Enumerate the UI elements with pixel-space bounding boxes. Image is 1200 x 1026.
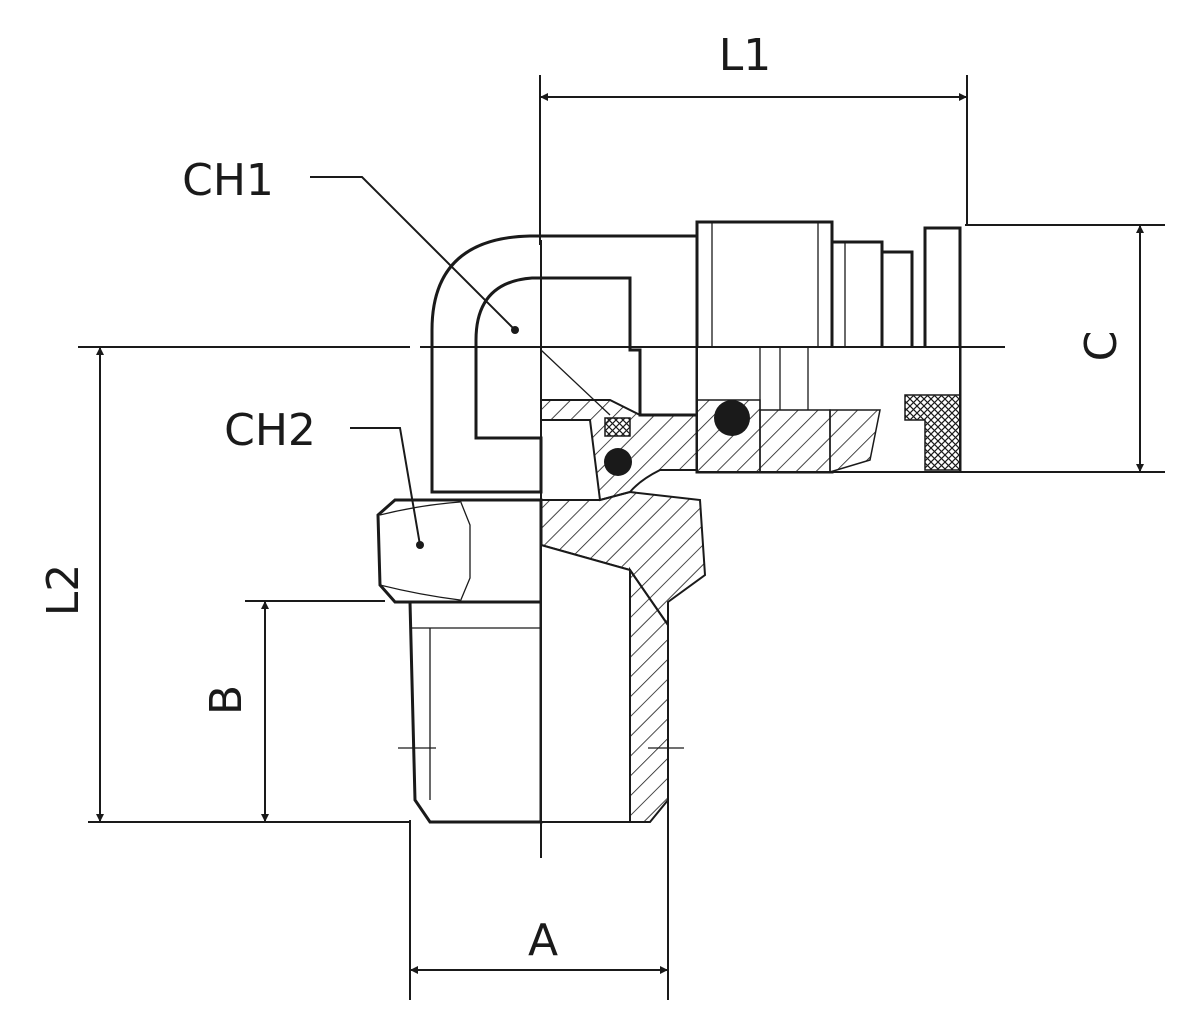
label-a: A — [528, 915, 558, 966]
callout-ch2: CH2 — [224, 405, 421, 546]
o-ring-icon — [714, 400, 750, 436]
label-c: C — [1076, 331, 1127, 362]
hex-nut — [376, 490, 707, 629]
dimension-c: C — [955, 224, 1165, 473]
label-l2: L2 — [38, 564, 89, 617]
seal-ring — [604, 417, 631, 437]
swivel-o-ring-icon — [604, 448, 632, 476]
dimension-a: A — [409, 750, 669, 1000]
label-b: B — [201, 685, 252, 715]
threaded-stem — [398, 543, 684, 824]
dimension-l1: L1 — [539, 30, 968, 245]
label-l1: L1 — [719, 30, 772, 81]
label-ch1: CH1 — [182, 155, 274, 206]
label-ch2: CH2 — [224, 405, 316, 456]
dimension-b: B — [201, 600, 385, 822]
callout-ch1: CH1 — [182, 155, 516, 331]
dimension-l2: L2 — [38, 346, 410, 823]
